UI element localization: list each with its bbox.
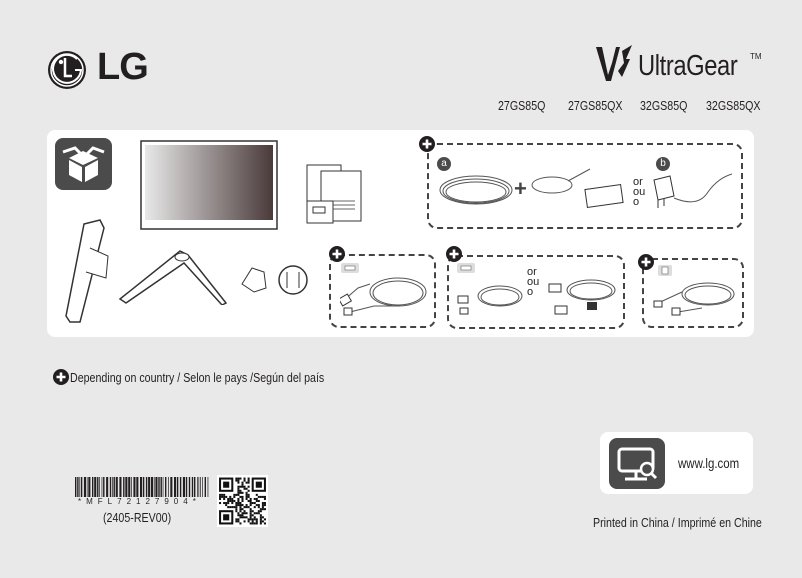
lg-brand-text: LG (97, 46, 149, 88)
plus-circle-icon (446, 246, 462, 262)
plus-sign: + (514, 176, 527, 201)
box-icon (55, 138, 112, 190)
barcode (75, 477, 209, 497)
or-fr: ou (633, 186, 646, 198)
qr-code (217, 475, 268, 527)
displayport-cable-group (447, 255, 625, 329)
option-b-badge: b (656, 157, 670, 171)
website-link[interactable]: www.lg.com (678, 455, 740, 471)
or-es: o (633, 196, 640, 208)
barcode-number: *MFL72127904* (78, 497, 201, 506)
plus-circle-icon (419, 136, 435, 152)
displayport-cable-illustration (457, 263, 523, 315)
usb-cable-group (642, 258, 744, 328)
or-es: o (527, 286, 534, 298)
stand-base-illustration (118, 250, 228, 305)
printed-in-note: Printed in China / Imprimé en Chine (593, 515, 762, 530)
trademark-mark: TM (750, 52, 762, 61)
displayport-cable-ferrite-illustration (548, 279, 616, 315)
monitor-illustration (140, 140, 278, 230)
power-cord-illustration (439, 175, 513, 205)
hdmi-cable-illustration (340, 263, 427, 316)
or-en: or (527, 266, 537, 278)
revision-code: (2405-REV00) (103, 510, 172, 525)
model-1: 27GS85Q (498, 98, 546, 113)
model-3: 32GS85Q (640, 98, 688, 113)
or-fr: ou (527, 276, 540, 288)
or-en: or (633, 176, 643, 188)
hdmi-cable-group (329, 254, 436, 328)
manuals-illustration (306, 164, 362, 224)
ultragear-logo-icon (596, 45, 632, 81)
option-a-badge: a (437, 157, 451, 171)
wall-adapter-illustration (653, 173, 733, 208)
web-monitor-search-icon (609, 438, 665, 489)
usb-cable-illustration (653, 265, 735, 316)
model-2: 27GS85QX (568, 98, 623, 113)
model-4: 32GS85QX (706, 98, 761, 113)
plus-circle-icon (638, 254, 654, 270)
stand-body-illustration (65, 219, 109, 323)
power-optional-group (427, 143, 743, 229)
plus-circle-icon (53, 369, 69, 385)
ultragear-text: UltraGear (638, 50, 738, 82)
cable-holder-illustration (241, 265, 308, 295)
ac-adapter-illustration (531, 168, 624, 208)
lg-logo-icon (48, 51, 86, 89)
plus-circle-icon (329, 246, 345, 262)
country-note: Depending on country / Selon le pays /Se… (70, 370, 325, 385)
